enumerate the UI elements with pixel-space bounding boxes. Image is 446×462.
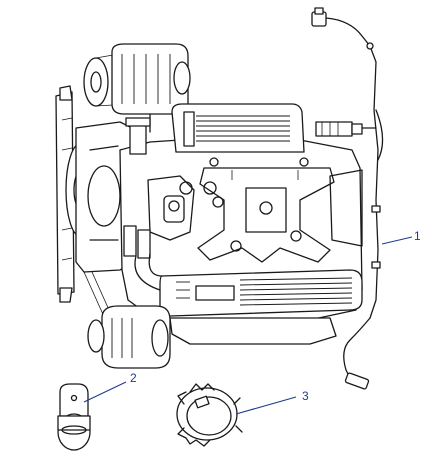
distributor-cluster	[123, 175, 217, 291]
leader-line-3	[235, 396, 297, 415]
callout-label-3: 3	[302, 389, 309, 403]
callout-group: 1 2 3	[83, 229, 421, 415]
spark-plug-connector	[315, 121, 363, 137]
oil-filler	[125, 117, 151, 155]
engine-assembly	[55, 43, 363, 369]
harness-boot	[57, 383, 91, 451]
hose-clamp	[176, 383, 243, 447]
wiring-harness	[311, 7, 384, 390]
side-panel	[329, 169, 363, 247]
valve-cover-lower	[159, 269, 363, 317]
alternator	[87, 305, 171, 369]
valve-cover-upper	[171, 103, 305, 153]
air-pump	[111, 43, 191, 133]
leader-line-1	[381, 236, 413, 245]
oil-pan	[169, 317, 337, 345]
intake-manifold	[197, 157, 335, 263]
callout-label-2: 2	[130, 371, 137, 385]
callout-label-1: 1	[414, 229, 421, 243]
harness-end-connector	[344, 372, 370, 390]
water-pump	[75, 121, 133, 331]
leader-line-2	[83, 381, 127, 403]
